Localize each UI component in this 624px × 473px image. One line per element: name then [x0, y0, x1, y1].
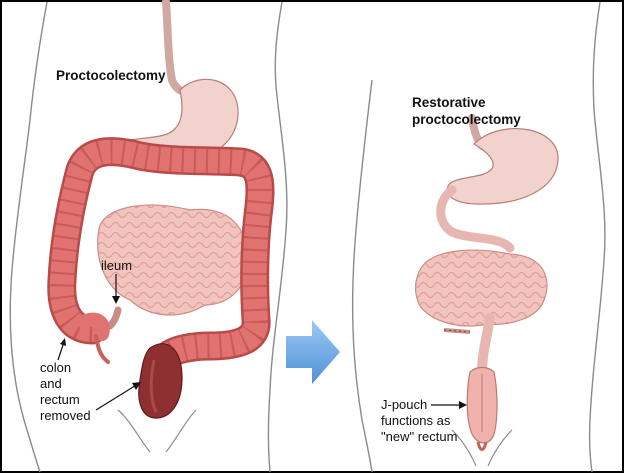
right-title-line-2: proctocolectomy	[412, 112, 521, 127]
rectum	[139, 344, 182, 418]
removed-label-line-3: rectum	[40, 392, 80, 407]
removed-label-line-1: colon	[40, 360, 71, 375]
pouch-label-line-1: J-pouch	[381, 397, 427, 412]
resection-line	[444, 330, 470, 332]
removed-label-line-2: and	[40, 376, 62, 391]
right-title-line-1: Restorative	[412, 95, 486, 110]
ileum-label: ileum	[101, 258, 132, 273]
pouch-label-line-2: functions as	[381, 413, 451, 428]
pouch-label-line-3: "new" rectum	[381, 429, 457, 444]
removed-label-line-4: removed	[40, 408, 91, 423]
left-title: Proctocolectomy	[56, 68, 166, 83]
small-intestine-folds-2	[416, 250, 547, 326]
